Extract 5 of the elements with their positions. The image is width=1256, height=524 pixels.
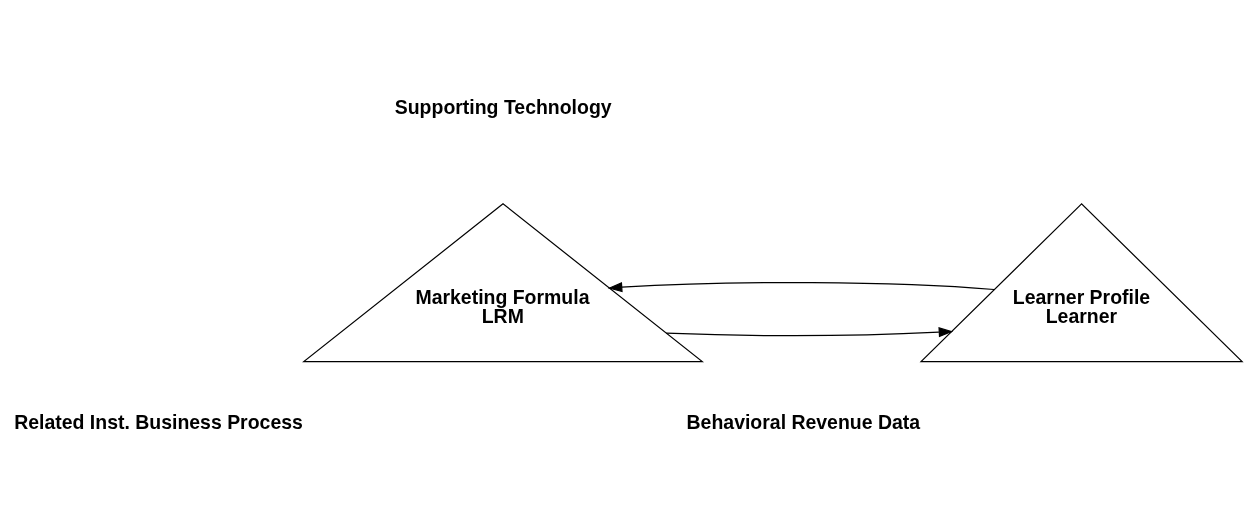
label: Supporting Technology <box>394 95 612 118</box>
arrow <box>607 281 995 292</box>
node-label: Behavioral Revenue Data <box>686 410 921 433</box>
arrow <box>665 326 954 337</box>
node-label: Related Inst. Business Process <box>14 410 303 433</box>
